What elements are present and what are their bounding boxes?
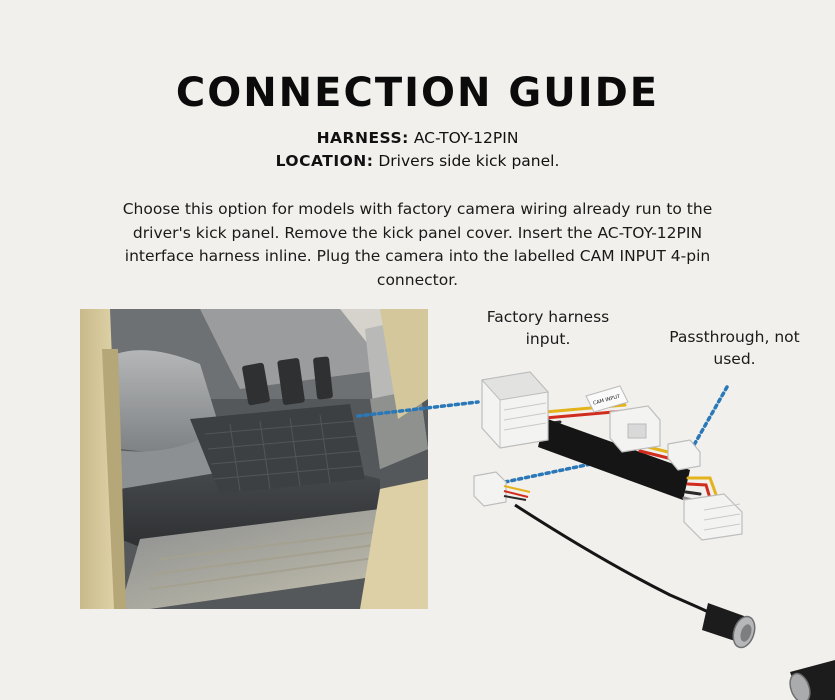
camera-plug-partial [789, 660, 835, 700]
wiring-harness-icon: CAM INPUT [473, 371, 835, 700]
camera-plug [702, 603, 756, 649]
location-label: LOCATION: [275, 152, 374, 170]
camera-cable [514, 503, 716, 617]
harness-value: AC-TOY-12PIN [413, 129, 519, 147]
factory-input-connector [481, 371, 549, 449]
callout-line-cam [503, 458, 612, 484]
output-connector [683, 493, 743, 541]
page-title: CONNECTION GUIDE [175, 70, 660, 116]
vehicle-footwell-photo [80, 309, 428, 609]
factory-input-callout: Factory harness input. [486, 308, 610, 348]
harness-line: HARNESS: AC-TOY-12PIN [0, 129, 835, 147]
location-value: Drivers side kick panel. [378, 152, 560, 170]
location-line: LOCATION: Drivers side kick panel. [0, 152, 835, 170]
harness-label: HARNESS: [316, 129, 409, 147]
cam-input-tag: CAM INPUT [585, 385, 629, 413]
passthrough-connector [609, 405, 661, 453]
callout-line-passthrough [688, 385, 729, 454]
footwell-photo-svg [80, 309, 428, 609]
cam-input-tag-text: CAM INPUT [592, 393, 621, 406]
instructions-text: Choose this option for models with facto… [122, 200, 713, 289]
passthrough-callout: Passthrough, not used. [669, 328, 800, 368]
cam-input-connector [473, 471, 531, 507]
passthrough-plug [667, 439, 701, 471]
